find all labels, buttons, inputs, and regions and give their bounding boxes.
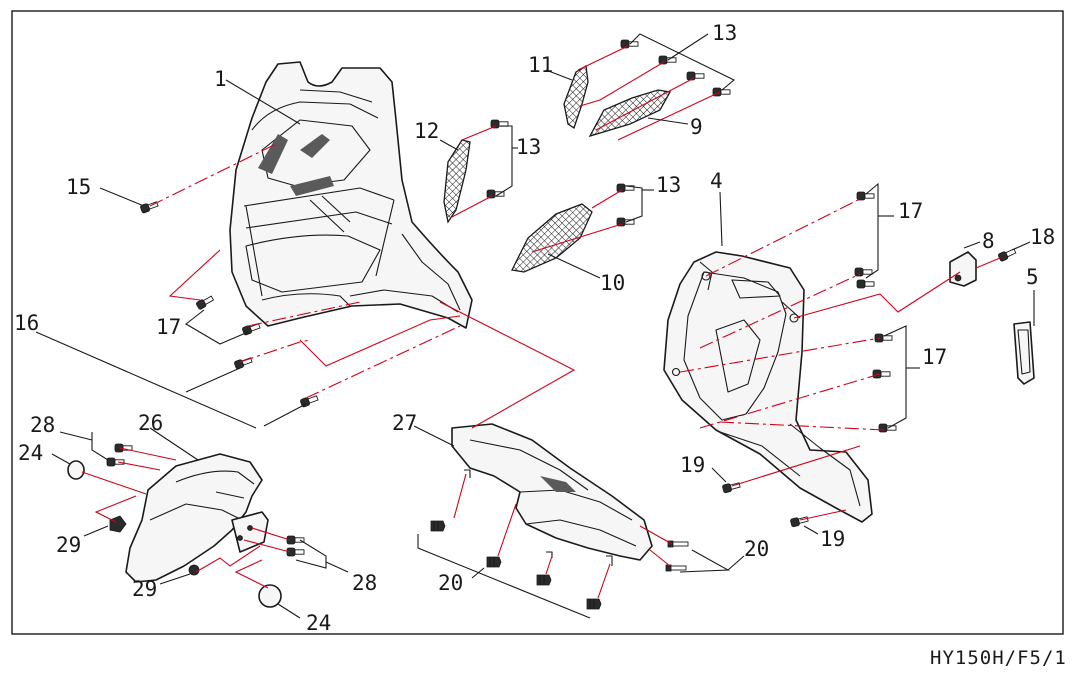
callout-15: 15 xyxy=(66,175,91,199)
callout-27: 27 xyxy=(392,411,417,435)
callout-1: 1 xyxy=(214,67,227,91)
leader-lines xyxy=(35,33,1035,619)
callout-13-top: 13 xyxy=(712,21,737,45)
callout-17-upper-right: 17 xyxy=(898,199,923,223)
callout-10: 10 xyxy=(600,271,625,295)
fasteners xyxy=(67,39,1018,610)
callout-13-mid: 13 xyxy=(516,135,541,159)
callout-5: 5 xyxy=(1026,265,1039,289)
inner-leg-shield-part-4 xyxy=(663,251,873,523)
pocket-part-5 xyxy=(1013,321,1035,385)
callout-24-bottom: 24 xyxy=(306,611,331,635)
front-fender-part-27 xyxy=(451,423,653,561)
callout-18: 18 xyxy=(1030,225,1055,249)
grille-part-10 xyxy=(511,203,593,273)
assembly-lines xyxy=(81,45,1001,599)
callout-26: 26 xyxy=(138,411,163,435)
washer-part-24-top xyxy=(67,460,85,480)
callout-17-lower-right: 17 xyxy=(922,345,947,369)
callout-11: 11 xyxy=(528,53,553,77)
callout-24-left: 24 xyxy=(18,441,43,465)
callout-16: 16 xyxy=(14,311,39,335)
nut-part-29-lower xyxy=(188,564,200,576)
callout-17-left: 17 xyxy=(156,315,181,339)
callout-12: 12 xyxy=(414,119,439,143)
grille-part-11 xyxy=(563,64,589,130)
callout-29-left: 29 xyxy=(56,533,81,557)
callout-28-top: 28 xyxy=(30,413,55,437)
nut-part-29-left xyxy=(109,515,127,533)
callout-9: 9 xyxy=(690,115,703,139)
callout-13-low: 13 xyxy=(656,173,681,197)
callout-8: 8 xyxy=(982,229,995,253)
callout-19-right: 19 xyxy=(820,527,845,551)
drawing-code: HY150H/F5/1 xyxy=(930,647,1067,669)
grille-part-12 xyxy=(443,139,471,224)
callout-4: 4 xyxy=(710,169,723,193)
callout-19-left: 19 xyxy=(680,453,705,477)
washer-part-24-bottom xyxy=(258,584,282,608)
callout-28-bottom: 28 xyxy=(352,571,377,595)
callout-29-lower: 29 xyxy=(132,577,157,601)
front-cowl-part-1 xyxy=(229,61,473,329)
front-fender-part-26 xyxy=(125,453,269,583)
bracket-part-8 xyxy=(949,251,977,287)
callout-20-left: 20 xyxy=(438,571,463,595)
callout-labels: 1 15 16 17 12 13 11 13 9 13 10 4 17 8 18… xyxy=(14,21,1055,635)
callout-20-right: 20 xyxy=(744,537,769,561)
drawing-frame xyxy=(11,10,1064,635)
